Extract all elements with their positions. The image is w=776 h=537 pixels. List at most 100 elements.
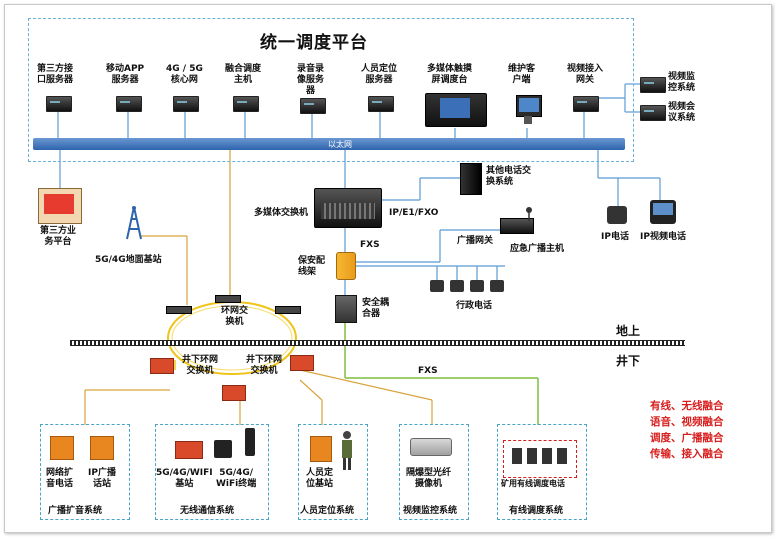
system-box-wireless (155, 424, 269, 520)
fusion-line: 传输、接入融合 (650, 448, 724, 460)
server-icon (46, 96, 72, 112)
server-icon (116, 96, 142, 112)
system-item-label: 5G/4G/WiFi终端 (216, 468, 257, 489)
server-icon (173, 96, 199, 112)
server-label-location: 人员定位服务器 (361, 64, 398, 85)
system-item-label: 人员定位基站 (306, 468, 334, 489)
above-ground-label: 地上 (616, 324, 641, 338)
safety-coupler-label: 安全耦合器 (362, 298, 390, 319)
base-station-label: 5G/4G地面基站 (95, 255, 162, 265)
server-label-third-party: 第三方接口服务器 (37, 64, 74, 85)
underground-switch-icon (150, 358, 174, 374)
system-box-broadcast (40, 424, 130, 520)
video-conf-label: 视频会议系统 (668, 102, 696, 123)
underground-label: 井下 (616, 354, 641, 368)
distribution-frame-label: 保安配线架 (298, 256, 326, 277)
server-icon (233, 96, 259, 112)
broadcast-gateway-label: 广播网关 (457, 236, 494, 246)
ring-switch-icon (215, 295, 241, 303)
platform-title: 统一调度平台 (260, 33, 368, 53)
exchange-tower-icon (460, 163, 482, 195)
distribution-frame-icon (336, 252, 356, 280)
server-label-maintenance: 维护客户端 (508, 64, 536, 85)
terminal-icon (214, 440, 232, 458)
server-label-touchscreen: 多媒体触摸屏调度台 (427, 64, 473, 85)
server-label-recording: 录音录像服务器 (297, 64, 325, 96)
mine-phone-icon (527, 448, 537, 464)
system-item-label: 网络扩音电话 (46, 468, 74, 489)
system-name: 广播扩音系统 (48, 506, 103, 516)
wireless-base-station-icon (175, 441, 203, 459)
fxs-top-label: FXS (360, 240, 380, 250)
multimedia-switch-icon (314, 188, 382, 228)
server-icon (300, 98, 326, 114)
ground-line (70, 340, 685, 346)
wired-phone-group (503, 440, 577, 478)
system-item-label: IP广播话站 (88, 468, 116, 489)
server-icon (573, 96, 599, 112)
system-box-video (399, 424, 469, 520)
underground-switch-right-label: 井下环网交换机 (246, 355, 283, 376)
ip-video-phone-icon (650, 200, 676, 224)
system-box-location (298, 424, 368, 520)
ip-phone-icon (607, 206, 627, 224)
admin-phone-icon (490, 280, 504, 292)
unified-platform-box (28, 18, 634, 162)
system-name: 人员定位系统 (300, 506, 355, 516)
server-icon (368, 96, 394, 112)
multimedia-switch-label: 多媒体交换机 (254, 208, 309, 218)
admin-phone-icon (450, 280, 464, 292)
monitor-stand-icon (524, 116, 532, 124)
ring-switch-icon (275, 306, 301, 314)
ethernet-label: 以太网 (328, 140, 352, 149)
underground-switch-left-label: 井下环网交换机 (182, 355, 219, 376)
admin-phone-label: 行政电话 (456, 301, 493, 311)
admin-phone-icon (470, 280, 484, 292)
ip-video-phone-label: IP视频电话 (640, 232, 686, 242)
handset-icon (245, 428, 255, 456)
mine-phone-icon (542, 448, 552, 464)
server-label-host: 融合调度主机 (225, 64, 262, 85)
mine-phone-icon (512, 448, 522, 464)
underground-switch-icon (222, 385, 246, 401)
third-party-platform-icon (38, 188, 82, 224)
fusion-line: 有线、无线融合 (650, 400, 724, 412)
third-party-label: 第三方业务平台 (40, 226, 77, 247)
fusion-summary: 有线、无线融合 语音、视频融合 调度、广播融合 传输、接入融合 (650, 398, 724, 462)
ip-phone-label: IP电话 (601, 232, 629, 242)
fusion-line: 调度、广播融合 (650, 432, 724, 444)
safety-coupler-icon (335, 295, 357, 323)
ring-switch-label: 环网交换机 (221, 306, 249, 327)
underground-switch-icon (290, 355, 314, 371)
ethernet-bus (33, 138, 625, 150)
server-icon (640, 105, 666, 121)
ring-switch-icon (166, 306, 192, 314)
mine-phone-icon (557, 448, 567, 464)
system-name: 视频监控系统 (403, 506, 458, 516)
system-item-label: 隔爆型光纤摄像机 (406, 468, 452, 489)
server-icon (640, 77, 666, 93)
microphone-icon (524, 206, 532, 221)
network-speaker-icon (50, 436, 74, 460)
video-monitor-label: 视频监控系统 (668, 72, 696, 93)
fxs-bottom-label: FXS (418, 366, 438, 376)
camera-icon (410, 438, 452, 456)
system-box-wired (497, 424, 587, 520)
ip-fxo-label: IP/E1/FXO (389, 208, 439, 218)
system-item-label: 矿用有线调度电话 (501, 479, 565, 488)
location-base-station-icon (310, 436, 332, 462)
system-name: 无线通信系统 (180, 506, 235, 516)
fusion-line: 语音、视频融合 (650, 416, 724, 428)
emergency-broadcast-label: 应急广播主机 (510, 244, 565, 254)
server-label-video-gateway: 视频接入网关 (567, 64, 604, 85)
antenna-tower-icon (124, 205, 142, 240)
other-exchange-label: 其他电话交换系统 (486, 166, 532, 187)
broadcast-host-icon (500, 218, 534, 234)
system-name: 有线调度系统 (509, 506, 564, 516)
admin-phone-icon (430, 280, 444, 292)
miner-icon (340, 430, 354, 470)
